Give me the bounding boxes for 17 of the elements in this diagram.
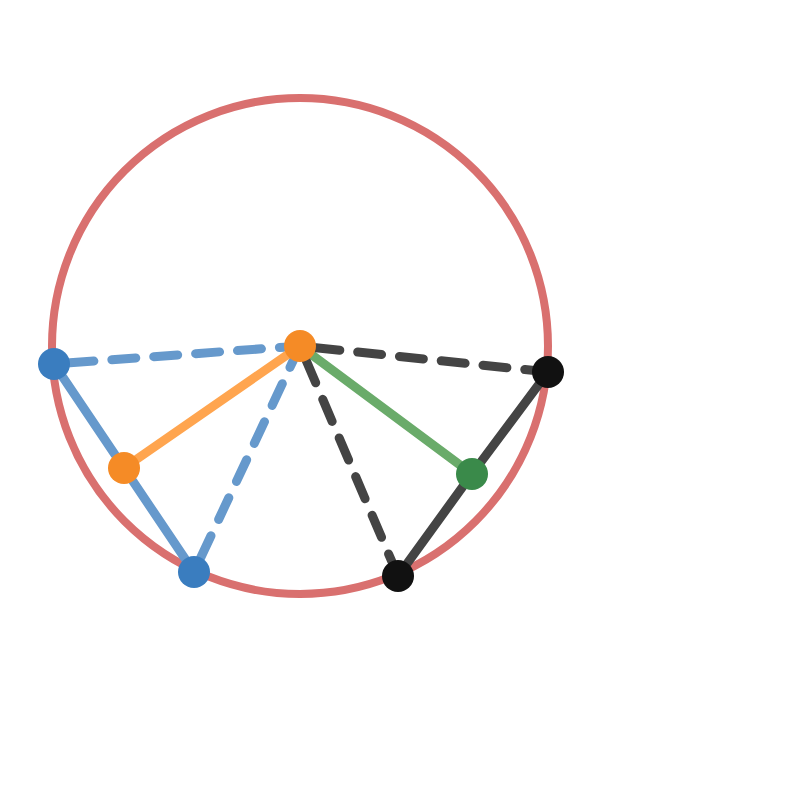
dashed-line: [65, 342, 289, 368]
point-marker: [108, 452, 140, 484]
point-marker: [178, 556, 210, 588]
dashed-line: [311, 343, 537, 375]
point-marker: [532, 356, 564, 388]
point-marker: [456, 458, 488, 490]
point-marker: [284, 330, 316, 362]
dashed-line: [196, 356, 298, 562]
line: [128, 476, 190, 564]
point-marker: [382, 560, 414, 592]
line: [477, 380, 543, 466]
line: [402, 482, 468, 568]
point-marker: [38, 348, 70, 380]
line: [308, 351, 464, 469]
dashed-line: [301, 356, 397, 566]
line: [132, 350, 292, 464]
line: [58, 372, 120, 460]
